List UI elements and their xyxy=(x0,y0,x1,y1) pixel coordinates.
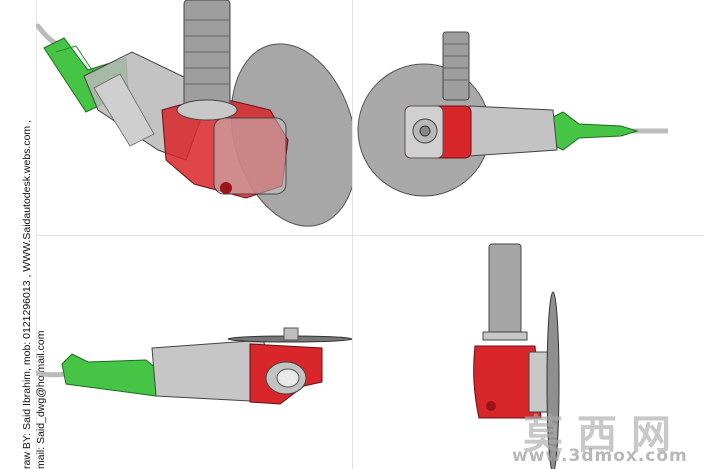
side-handle-end-view xyxy=(488,243,522,335)
isometric-view xyxy=(36,0,352,227)
credit-line-1: raw BY: Said Ibrahim, mob: 0121296013 , … xyxy=(21,119,33,469)
motor-body-front xyxy=(468,105,558,157)
green-handle-side xyxy=(61,353,157,397)
watermark-url: www.3dmox.com xyxy=(512,446,688,466)
credit-block: raw BY: Said Ibrahim, mob: 0121296013 , … xyxy=(4,0,47,469)
watermark-chinese: 莫西网 xyxy=(523,412,685,458)
frame-line-vertical xyxy=(352,0,353,469)
gear-head-end xyxy=(473,345,542,419)
frame-line-horizontal xyxy=(36,235,704,236)
frame-line-left xyxy=(36,0,37,469)
side-handle xyxy=(183,0,231,109)
side-handle-front xyxy=(442,31,470,101)
end-view xyxy=(473,243,560,469)
power-cable-side xyxy=(36,370,67,378)
front-view xyxy=(357,31,668,197)
cutting-disc-end xyxy=(546,291,560,469)
green-handle-front xyxy=(550,111,639,151)
side-view xyxy=(36,327,352,405)
